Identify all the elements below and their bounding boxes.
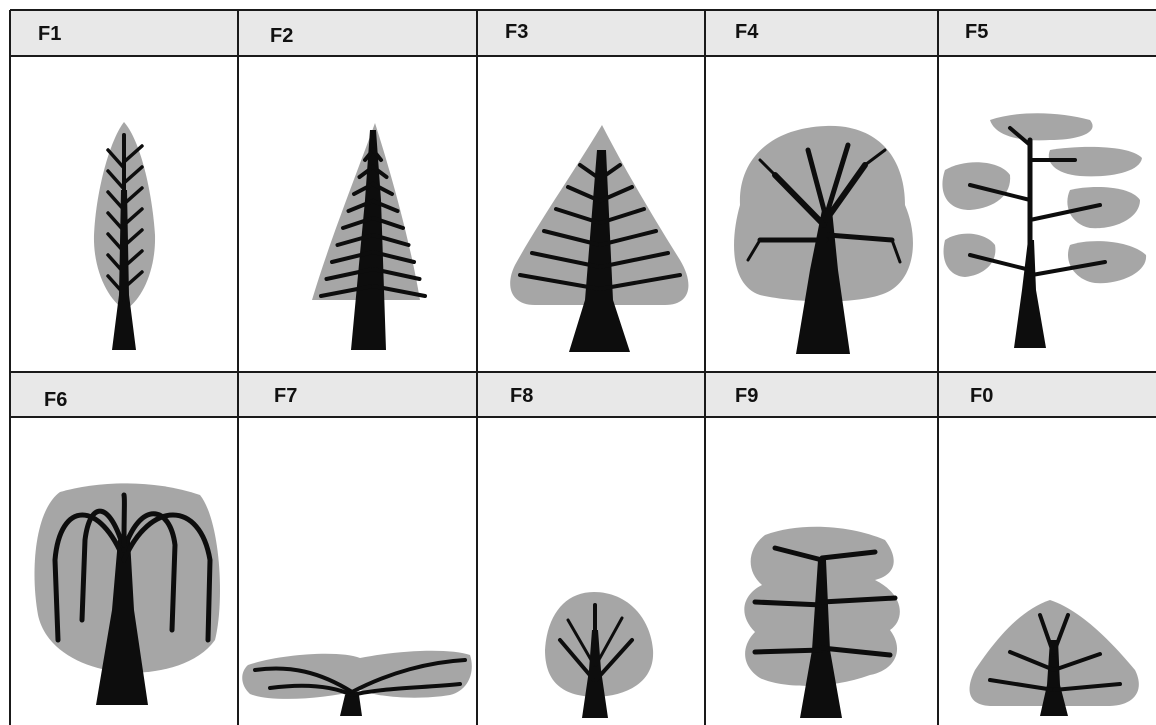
cell-label-f1: F1 <box>38 23 61 45</box>
cell-label-f2: F2 <box>270 25 293 47</box>
cell-label-f8: F8 <box>510 385 533 407</box>
cell-label-f0: F0 <box>970 385 993 407</box>
cell-label-f4: F4 <box>735 21 759 43</box>
cell-label-f3: F3 <box>505 21 528 43</box>
cell-label-f9: F9 <box>735 385 758 407</box>
cell-label-f6: F6 <box>44 389 67 411</box>
tree-branch <box>755 602 822 605</box>
cell-label-f5: F5 <box>965 21 988 43</box>
tree-branch <box>755 650 822 652</box>
cell-label-f7: F7 <box>274 385 297 407</box>
